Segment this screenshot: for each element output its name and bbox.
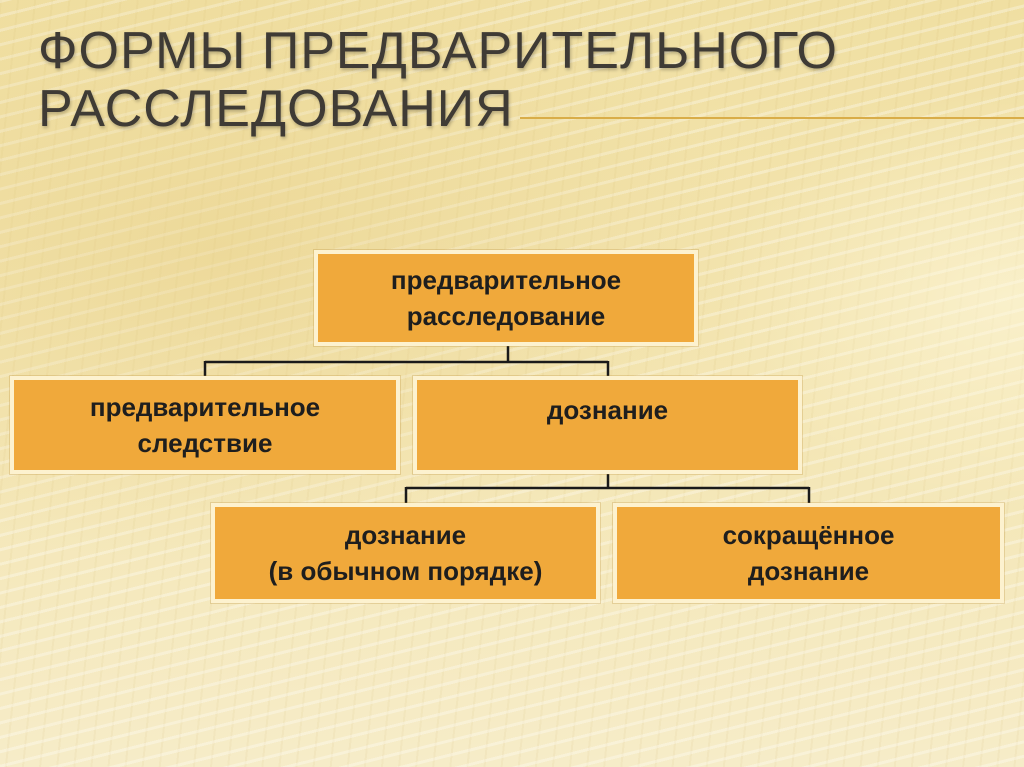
node-root-line-1: предварительное [390, 265, 622, 295]
node-preliminary-investigation: предварительное следствие [10, 376, 400, 474]
node-inquiry: дознание [413, 376, 802, 474]
node-inquiry-shortened-line-2: дознание [747, 556, 870, 586]
slide-title-line-2: РАССЛЕДОВАНИЯ [38, 80, 514, 138]
node-inquiry-ordinary-line-1: дознание [344, 520, 467, 550]
node-inquiry-shortened-line-1: сокращённое [722, 520, 895, 550]
node-inquiry-ordinary: дознание (в обычном порядке) [211, 503, 600, 603]
node-inquiry-shortened: сокращённое дознание [613, 503, 1004, 603]
node-preliminary-inquiry-root: предварительное расследование [314, 250, 698, 346]
node-inquiry-line-1: дознание [546, 395, 669, 425]
title-accent-rule [520, 117, 1024, 119]
node-preliminary-investigation-line-2: следствие [137, 428, 273, 458]
node-root-line-2: расследование [406, 301, 606, 331]
slide-title: ФОРМЫ ПРЕДВАРИТЕЛЬНОГО РАССЛЕДОВАНИЯ [38, 22, 898, 138]
slide-title-line-1: ФОРМЫ ПРЕДВАРИТЕЛЬНОГО [38, 22, 838, 80]
node-inquiry-ordinary-line-2: (в обычном порядке) [268, 556, 543, 586]
node-preliminary-investigation-line-1: предварительное [89, 392, 321, 422]
